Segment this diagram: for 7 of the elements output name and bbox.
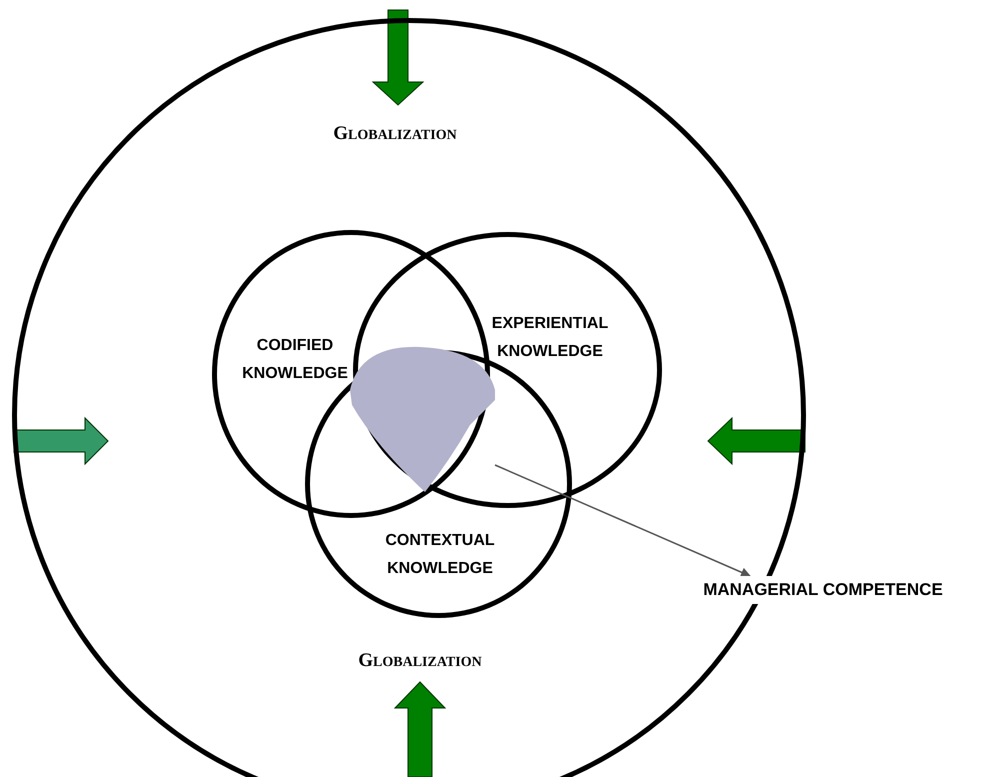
globalization-label: GLOBALIZATION [332,122,458,146]
leader-line [494,464,751,577]
circle-label: CONTEXTUAL KNOWLEDGE [384,531,496,579]
circle-label: CODIFIED KNOWLEDGE [241,336,349,384]
shaded-overlap-region [350,345,495,492]
circle-label: EXPERIENTIAL KNOWLEDGE [490,314,610,362]
globalization-label: GLOBALIZATION [357,649,483,673]
